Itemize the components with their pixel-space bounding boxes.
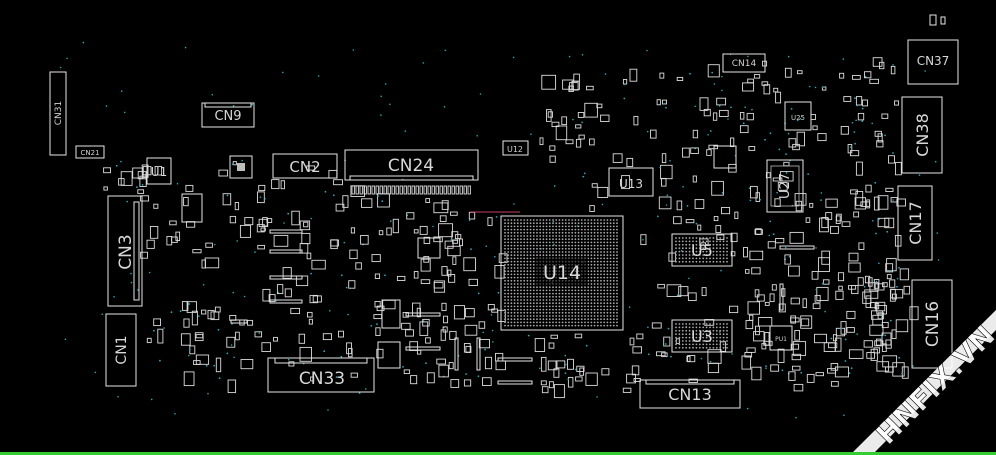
chip-pu1-label: PU1	[775, 336, 787, 343]
connector-cn38-label: CN38	[913, 113, 932, 157]
connector-cn38[interactable]: CN38	[901, 96, 943, 174]
ic-pu7	[417, 237, 441, 259]
chip-u5-label: U5	[691, 241, 713, 260]
part-top-right	[929, 14, 937, 26]
ic-pq23	[381, 299, 401, 329]
part-top-right-2	[940, 16, 946, 25]
connector-cn37-label: CN37	[917, 54, 950, 68]
connector-cn24-label: CN24	[388, 156, 434, 176]
bga-grid-u3	[675, 323, 728, 349]
connector-cn2[interactable]: CN2	[272, 153, 338, 179]
ic-square-core	[237, 163, 245, 171]
chip-u1-label: U1	[151, 165, 167, 179]
connector-cn14-label: CN14	[732, 59, 757, 69]
connector-cn21[interactable]: CN21	[75, 145, 105, 159]
ic-square-right	[713, 145, 737, 169]
connector-cn1-label: CN1	[114, 335, 130, 364]
connector-cn17[interactable]: CN17	[897, 185, 933, 261]
connector-cn24[interactable]: CN24	[344, 149, 479, 181]
connector-cn33[interactable]: CN33	[267, 357, 375, 393]
chip-u12-label: U12	[507, 145, 523, 154]
connector-cn33-label: CN33	[299, 369, 345, 389]
ic-pq24	[377, 341, 401, 369]
pad-row-cn24	[351, 185, 471, 195]
connector-cn13[interactable]: CN13	[639, 379, 741, 409]
connector-cn13-label: CN13	[668, 385, 712, 404]
connector-cn14[interactable]: CN14	[722, 53, 766, 73]
connector-cn31[interactable]: CN31	[49, 71, 67, 156]
small-components	[59, 41, 940, 419]
connector-cn37[interactable]: CN37	[907, 39, 959, 85]
chip-u5[interactable]: U5	[671, 233, 733, 267]
bga-grid-u5	[675, 237, 728, 263]
bga-grid-u14	[504, 219, 618, 327]
chip-u13[interactable]: U13	[608, 167, 654, 197]
bottom-green-line	[0, 452, 996, 455]
chip-u14-label: U14	[543, 262, 581, 284]
chip-pu1[interactable]: PU1	[769, 325, 793, 351]
chip-u25[interactable]: U25	[784, 101, 812, 131]
ic-pu2	[181, 193, 203, 223]
connector-cn9-label: CN9	[214, 109, 241, 124]
connector-cn21-label: CN21	[80, 149, 99, 157]
connector-cn1[interactable]: CN1	[105, 313, 137, 387]
connector-cn16[interactable]: CN16	[911, 279, 953, 369]
connector-cn16-label: CN16	[923, 301, 943, 347]
chip-u3[interactable]: U3	[671, 319, 733, 353]
chip-u14[interactable]: U14	[500, 215, 624, 331]
connector-cn9[interactable]: CN9	[201, 102, 255, 128]
chip-u27[interactable]: U27	[766, 159, 804, 213]
chip-u3-label: U3	[691, 327, 713, 346]
chip-u27-label: U27	[778, 173, 793, 199]
chip-u25-label: U25	[791, 114, 805, 122]
connector-cn2-label: CN2	[289, 158, 320, 176]
chip-u13-label: U13	[619, 177, 643, 191]
connector-cn31-label: CN31	[54, 101, 64, 125]
trace-pads-left	[230, 229, 815, 385]
connector-cn3[interactable]: CN3	[107, 195, 143, 307]
connector-cn17-label: CN17	[906, 201, 925, 245]
ic-square	[229, 155, 253, 179]
chip-u12[interactable]: U12	[502, 140, 529, 156]
connector-cn3-label: CN3	[116, 234, 136, 269]
chip-u1[interactable]: U1	[146, 157, 172, 185]
